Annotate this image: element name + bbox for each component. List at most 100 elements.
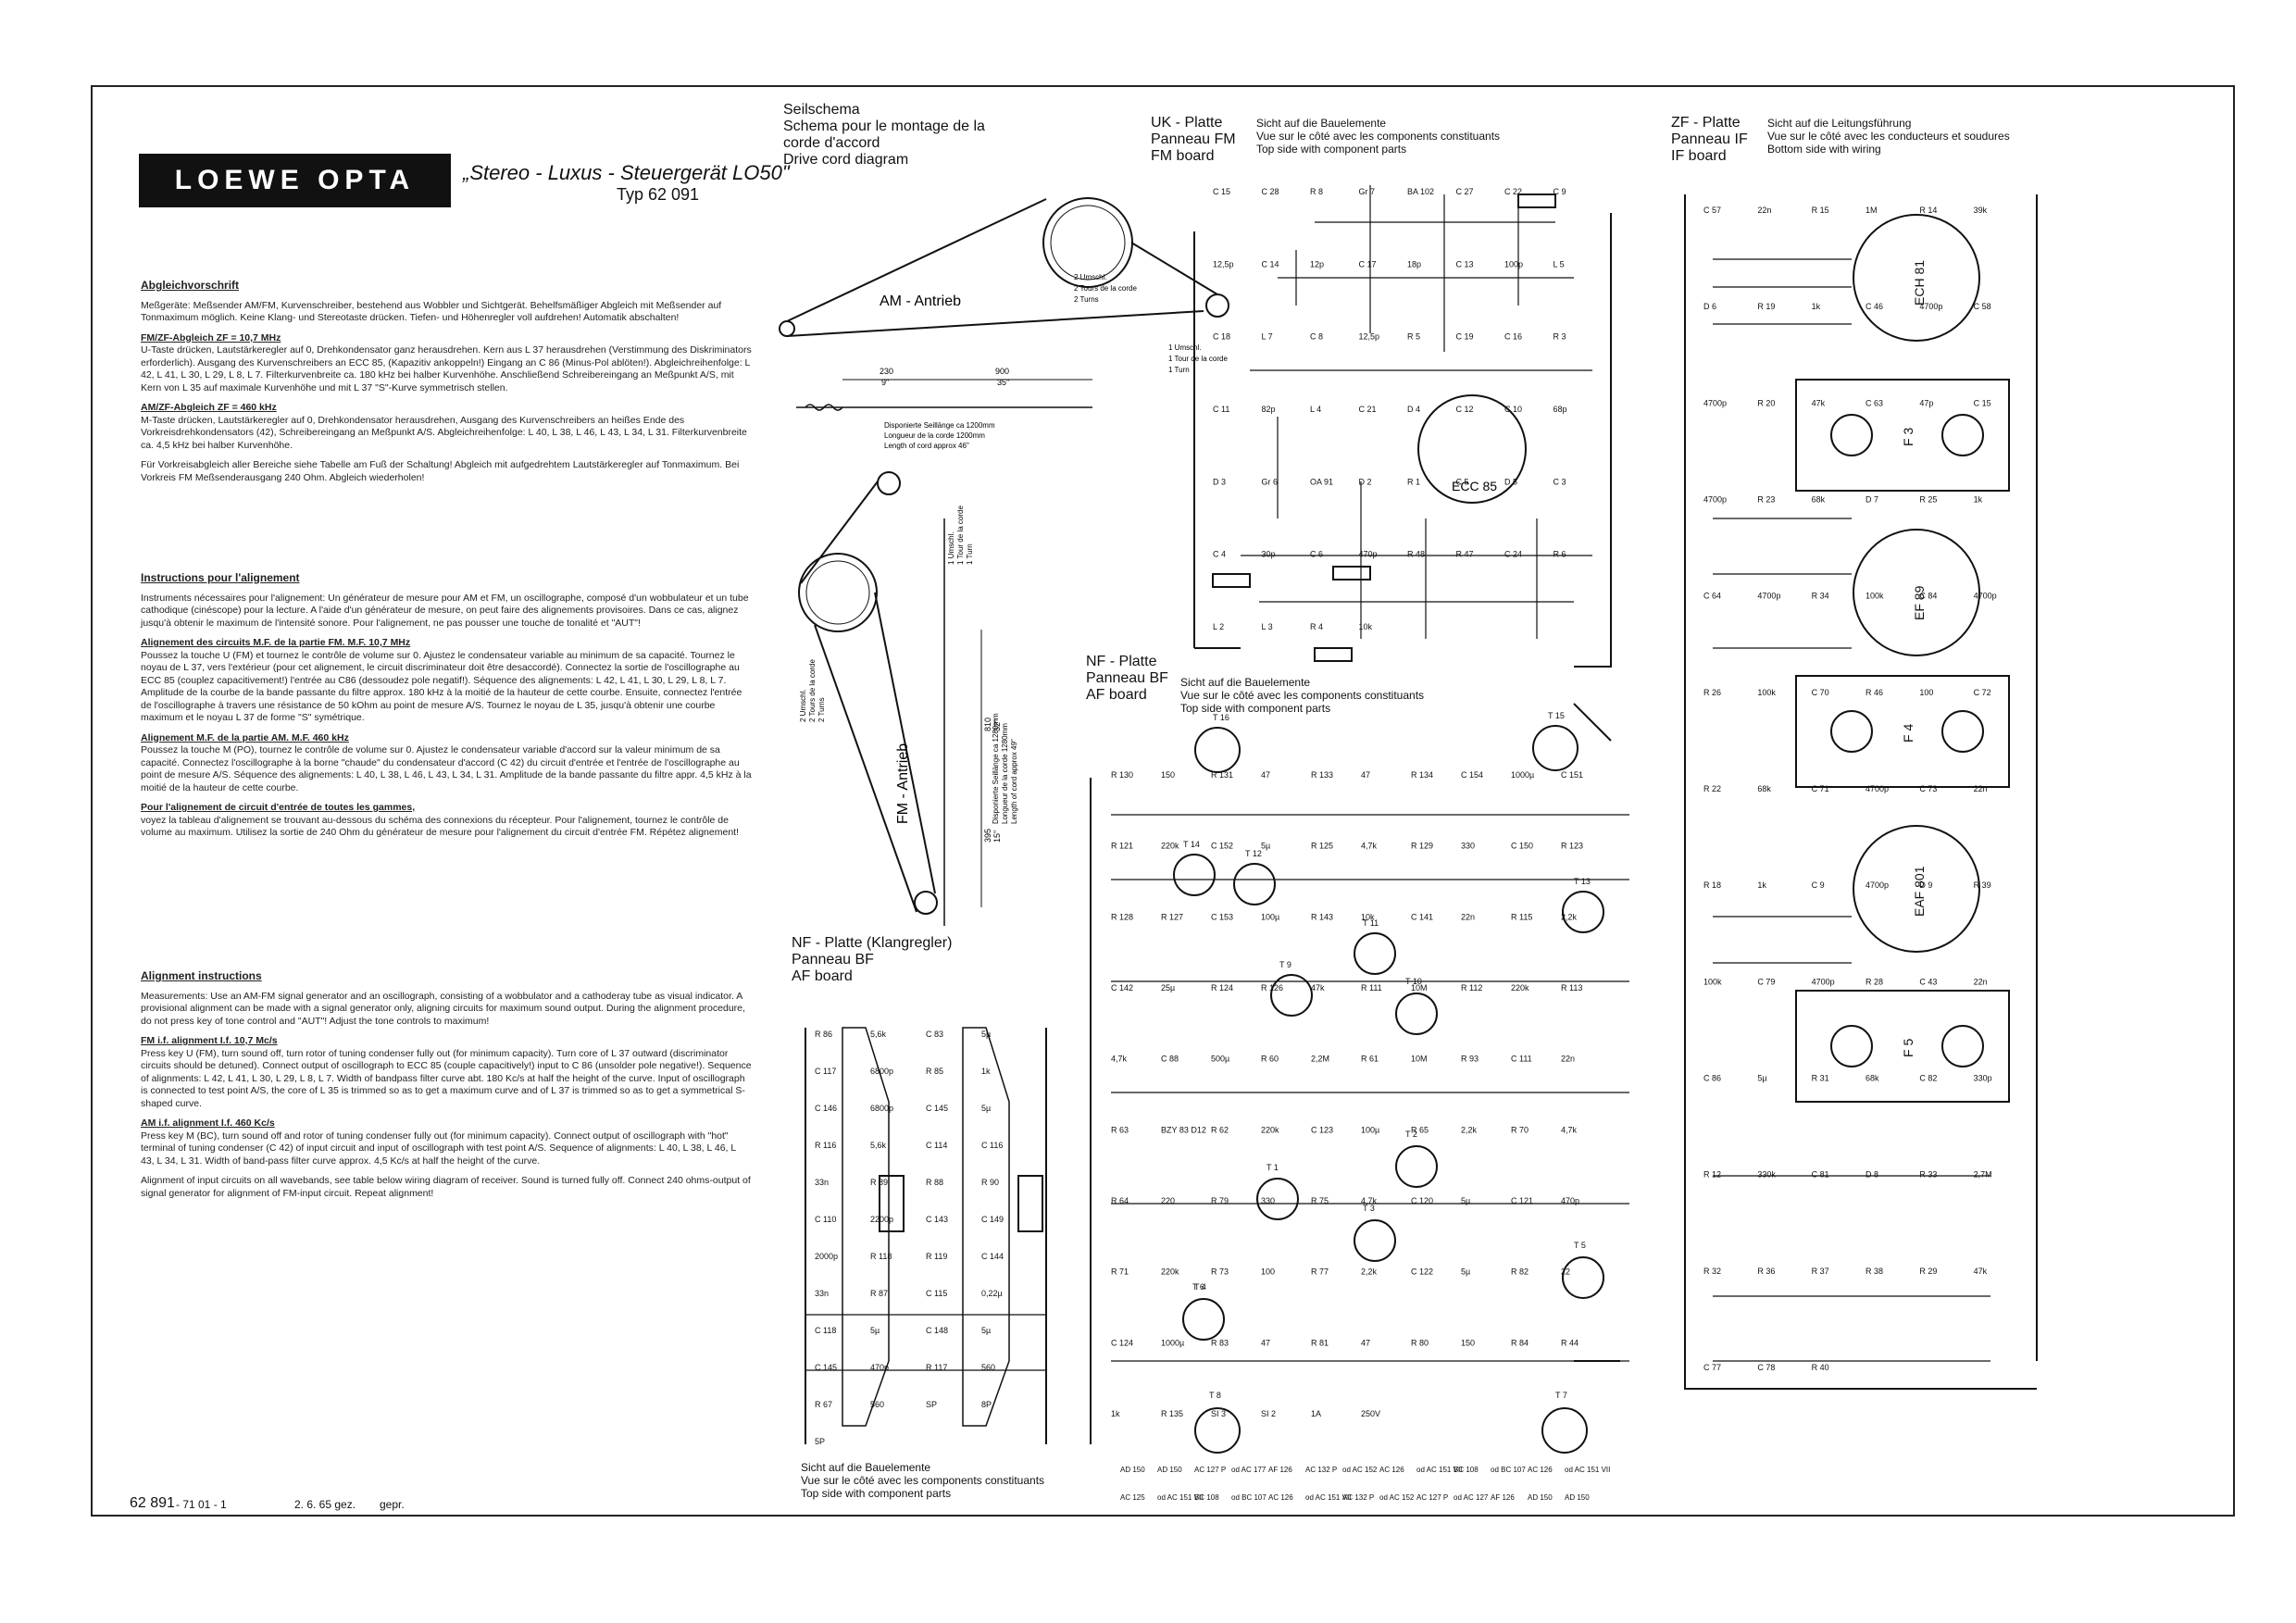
nf-component-label: 22 [1561, 1267, 1570, 1277]
klang-right-plate [962, 1027, 1010, 1427]
uk-component-label: BA 102 [1407, 187, 1434, 196]
am-turn1-2: 1 Tour de la corde [1168, 355, 1228, 363]
klang-component-label: C 146 [815, 1104, 837, 1113]
nf-component-label: C 88 [1161, 1055, 1179, 1064]
uk-component-label: C 16 [1504, 332, 1522, 342]
nf-component-label: C 151 [1561, 770, 1583, 780]
nf-component-label: C 111 [1511, 1055, 1532, 1064]
zf-component-label: 100k [1866, 592, 1884, 601]
uk-component-label: R 3 [1554, 332, 1566, 342]
zf-filter-labels: F 3F 4F 5 [1901, 428, 1915, 1057]
nf-component-label: R 64 [1111, 1196, 1129, 1205]
alignment-en-fm-heading: FM i.f. alignment I.f. 10,7 Mc/s [141, 1035, 278, 1046]
uk-component-label: 100p [1504, 259, 1523, 268]
transistor-type-label: AD 150 [1120, 1466, 1145, 1474]
filter-f3-hole-left [1830, 414, 1873, 456]
uk-component-label: C 10 [1504, 405, 1522, 414]
am-turn1-3: 1 Turn [1168, 366, 1190, 374]
nf-component-label: SI 3 [1211, 1409, 1226, 1418]
zf-component-label: 1k [1757, 880, 1766, 890]
zf-component-label: 22n [1974, 784, 1988, 793]
nf-component-label: 47 [1261, 1338, 1270, 1347]
klang-component-label: 5µ [981, 1030, 991, 1039]
zf-component-label: 100k [1703, 977, 1722, 986]
transistor-type-label: AC 127 P [1416, 1493, 1448, 1502]
klang-component-label: 6800p [870, 1067, 893, 1076]
alignment-en-p1: Measurements: Use an AM-FM signal genera… [141, 990, 745, 1027]
klang-component-label: 0,22µ [981, 1289, 1003, 1298]
nf-component-label: R 83 [1211, 1338, 1229, 1347]
nf-component-label: R 135 [1161, 1409, 1183, 1418]
am-turn1-1: 1 Umschl. [1168, 343, 1202, 352]
nf-component-label: R 126 [1261, 983, 1283, 993]
transistor-label: T 11 [1363, 918, 1379, 928]
klang-component-label: C 145 [926, 1104, 948, 1113]
nf-component-label: R 73 [1211, 1267, 1229, 1277]
transistor-label: T 5 [1574, 1241, 1586, 1250]
klang-component-label: 8P [981, 1400, 992, 1409]
nf-component-label: R 63 [1111, 1125, 1129, 1134]
nf-component-label: R 115 [1511, 912, 1532, 921]
uk-component-label: Gr 6 [1262, 477, 1279, 486]
nf-component-label: R 80 [1411, 1338, 1429, 1347]
transistor-label: T 9 [1279, 960, 1292, 969]
klang-component-label: 5µ [981, 1326, 991, 1335]
transistor-t5 [1562, 1256, 1604, 1299]
uk-component-label: D 4 [1407, 405, 1420, 414]
filter-f5-hole-right [1941, 1025, 1984, 1067]
transistor-type-label: AF 126 [1268, 1466, 1292, 1474]
klang-component-label: C 116 [981, 1141, 1003, 1150]
uk-component-label: C 6 [1310, 550, 1323, 559]
zf-board-title: ZF - Platte Panneau IF IF board [1671, 115, 1748, 164]
zf-component-label: 47k [1974, 1267, 1988, 1276]
nf-component-label: R 128 [1111, 912, 1133, 921]
zf-component-label: C 86 [1703, 1074, 1721, 1083]
transistor-type-label: AD 150 [1157, 1466, 1182, 1474]
uk-outline-right [1574, 213, 1612, 668]
alignment-fr-range-text: voyez la tableau d'alignement se trouvan… [141, 814, 739, 839]
nf-component-label: 220k [1261, 1125, 1279, 1134]
nf-component-label: R 112 [1461, 983, 1482, 993]
filter-f4 [1795, 675, 2010, 788]
zf-component-label: C 46 [1866, 302, 1883, 311]
zf-component-label: R 26 [1703, 688, 1721, 697]
uk-board-diagram [1193, 185, 1612, 668]
uk-resistor-r47 [1332, 566, 1371, 581]
fm-cord-a [800, 481, 879, 584]
zf-filter-label: F 5 [1901, 1039, 1915, 1057]
uk-component-label: C 18 [1213, 332, 1230, 342]
fm-length-3: Length of cord approx 49" [1010, 739, 1018, 824]
klang-component-label: R 86 [815, 1030, 832, 1039]
uk-resistor-r8 [1517, 194, 1556, 208]
klang-component-label: C 149 [981, 1215, 1004, 1224]
nf-component-label: 500µ [1211, 1055, 1229, 1064]
ecc85-socket [1417, 394, 1527, 504]
nf-component-label: C 122 [1411, 1267, 1433, 1277]
alignment-fr-am-text: Poussez la touche M (PO), tournez le con… [141, 744, 752, 793]
am-drive-label: AM - Antrieb [880, 293, 961, 309]
am-turns-1: 2 Umschl. [1074, 273, 1107, 281]
nf-component-label: 4,7k [1361, 1196, 1378, 1205]
zf-component-label: C 72 [1974, 688, 1991, 697]
uk-component-label: L 4 [1310, 405, 1321, 414]
fm-drum [798, 553, 878, 632]
nf-component-label: R 121 [1111, 842, 1133, 851]
nf-component-label: C 141 [1411, 912, 1433, 921]
am-spring [805, 404, 843, 411]
nf-component-label: C 153 [1211, 912, 1233, 921]
transistor-t11 [1354, 932, 1396, 975]
uk-component-label: C 4 [1213, 550, 1226, 559]
nf-component-label: 100 [1261, 1267, 1275, 1277]
zf-component-label: R 33 [1919, 1170, 1937, 1180]
alignment-de-am-text: M-Taste drücken, Lautstärkeregler auf 0,… [141, 414, 747, 451]
alignment-en-final: Alignment of input circuits on all waveb… [141, 1175, 751, 1199]
transistor-label: T 12 [1245, 849, 1262, 858]
zf-component-label: C 9 [1812, 880, 1825, 890]
uk-component-label: C 17 [1359, 259, 1377, 268]
uk-component-label: R 8 [1310, 187, 1323, 196]
nf-board-desc: Sicht auf die Bauelemente Vue sur le côt… [1180, 676, 1425, 715]
nf-klang-desc: Sicht auf die Bauelemente Vue sur le côt… [801, 1461, 1045, 1500]
